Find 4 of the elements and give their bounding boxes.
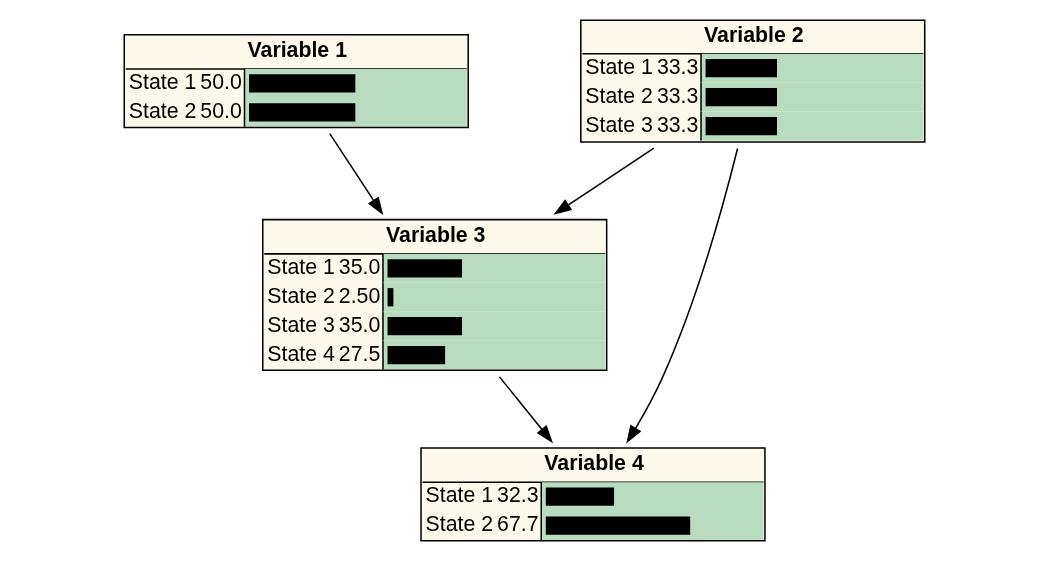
arrow [553, 147, 655, 215]
arrow [626, 147, 739, 444]
arrow [498, 376, 554, 444]
arrow [329, 132, 384, 216]
